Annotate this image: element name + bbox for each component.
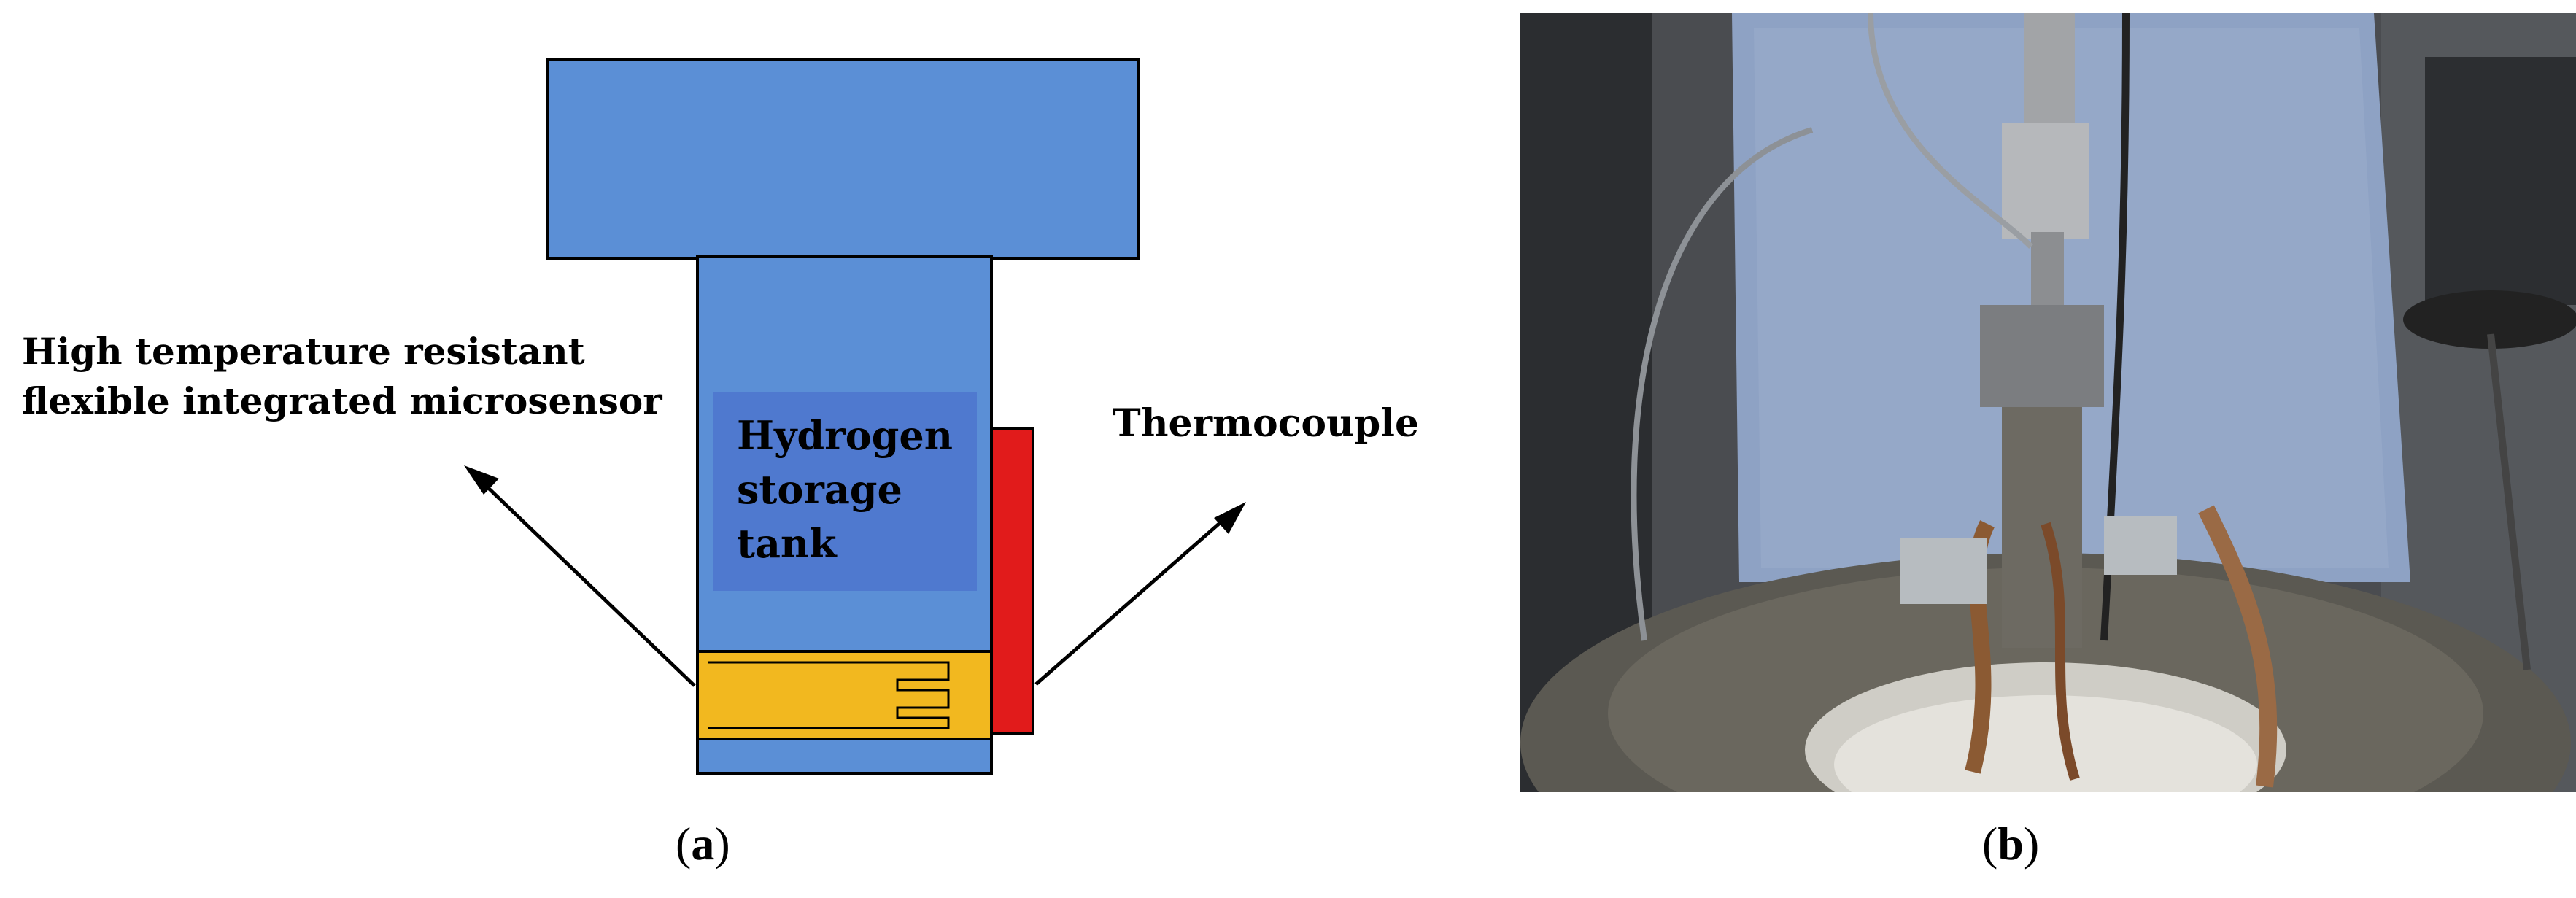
tank-label-line2: storage <box>737 466 902 513</box>
tank-top-cap <box>546 58 1140 260</box>
sensor-arrow-line <box>480 480 696 687</box>
sensor-strip <box>696 650 993 740</box>
thermocouple-arrow-head <box>1214 502 1246 534</box>
sensor-arrow-head <box>464 465 499 495</box>
panel-b-photo <box>1520 13 2576 792</box>
sensor-serpentine <box>708 661 950 729</box>
caption-a-letter: a <box>691 818 715 870</box>
thermocouple-bar <box>990 427 1034 735</box>
tank-inner-region <box>713 392 977 591</box>
caption-a: (a) <box>676 818 730 870</box>
thermocouple-label: Thermocouple <box>1113 401 1420 446</box>
panel-a-diagram: High temperature resistant flexible inte… <box>22 58 1420 775</box>
sensor-label-line1: High temperature resistant <box>22 330 585 373</box>
caption-b: (b) <box>1982 818 2040 870</box>
caption-b-letter: b <box>1997 818 2024 870</box>
sensor-label-line2: flexible integrated microsensor <box>22 379 662 422</box>
tank-label: Hydrogen storage tank <box>737 409 953 570</box>
tank-label-line3: tank <box>737 520 837 567</box>
sensor-label: High temperature resistant flexible inte… <box>22 327 662 426</box>
thermocouple-arrow-line <box>1034 516 1227 686</box>
schematic-svg <box>464 58 1246 775</box>
tank-label-line1: Hydrogen <box>737 412 953 459</box>
photo-illustration <box>1520 13 2576 792</box>
